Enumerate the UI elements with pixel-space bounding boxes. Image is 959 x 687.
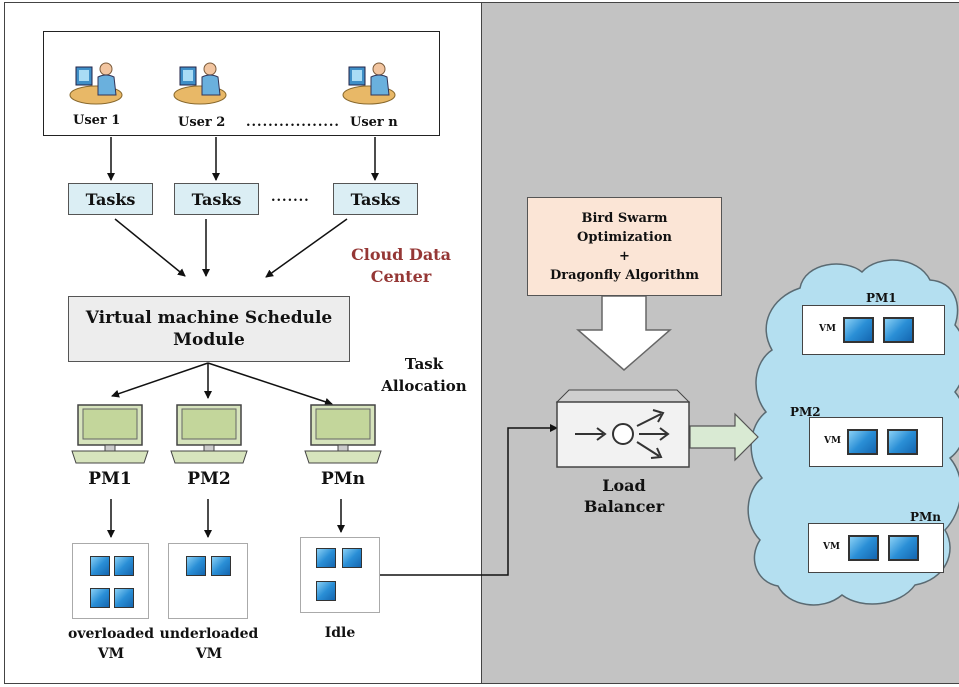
underloaded-vm-label: underloaded VM bbox=[159, 624, 259, 664]
vm-window-icon bbox=[316, 581, 336, 601]
load-balancer-label: Load Balancer bbox=[565, 475, 683, 517]
vm-window-icon bbox=[843, 317, 874, 343]
vm-window-icon bbox=[888, 535, 919, 561]
vm-window-icon bbox=[342, 548, 362, 568]
monitor-icon bbox=[71, 404, 149, 464]
algorithm-line3: + bbox=[619, 248, 630, 264]
vm-window-icon bbox=[883, 317, 914, 343]
cloud-pm-label-2: PM2 bbox=[790, 405, 821, 419]
cloud-vm-label-n: VM bbox=[823, 542, 840, 552]
underloaded-line1: underloaded bbox=[159, 626, 259, 642]
algorithm-box: Bird Swarm Optimization + Dragonfly Algo… bbox=[527, 197, 722, 296]
pm-label-n: PMn bbox=[321, 469, 365, 489]
arrow-module-pm1 bbox=[111, 362, 209, 398]
cloud-pm-label-n: PMn bbox=[910, 510, 942, 524]
cloud-data-center-line2: Center bbox=[370, 267, 432, 286]
arrow-idle-loadbalancer bbox=[380, 424, 558, 576]
monitor-icon bbox=[304, 404, 382, 464]
user-label-n: User n bbox=[350, 115, 398, 130]
tasks-box-3: Tasks bbox=[333, 183, 418, 215]
vm-schedule-module: Virtual machine Schedule Module bbox=[68, 296, 350, 362]
load-balancer-line1: Load bbox=[602, 476, 646, 495]
idle-vm-box bbox=[300, 537, 380, 613]
task-allocation-line1: Task bbox=[404, 355, 444, 373]
tasks-ellipsis: ....... bbox=[271, 190, 310, 205]
user-label-2: User 2 bbox=[178, 115, 226, 130]
task-allocation-line2: Allocation bbox=[381, 377, 467, 395]
cloud-vm-label-1: VM bbox=[819, 324, 836, 334]
algorithm-line2: Optimization bbox=[577, 229, 672, 245]
tasks-box-2: Tasks bbox=[174, 183, 259, 215]
user-label-1: User 1 bbox=[73, 113, 121, 128]
cloud-pm-box-1: VM bbox=[802, 305, 945, 355]
user-at-computer-icon bbox=[342, 62, 396, 105]
cloud-data-center-label: Cloud Data Center bbox=[346, 244, 456, 288]
users-ellipsis: ................. bbox=[246, 115, 340, 130]
cloud-pm-box-n: VM bbox=[808, 523, 944, 573]
vm-window-icon bbox=[90, 556, 110, 576]
pm-label-1: PM1 bbox=[88, 469, 132, 489]
arrow-tasks3-module bbox=[265, 218, 348, 278]
underloaded-line2: VM bbox=[195, 646, 223, 662]
vm-window-icon bbox=[847, 429, 878, 455]
vm-window-icon bbox=[887, 429, 918, 455]
monitor-icon bbox=[170, 404, 248, 464]
load-balancer-icon bbox=[555, 389, 691, 468]
task-allocation-label: Task Allocation bbox=[376, 353, 472, 397]
vm-window-icon bbox=[211, 556, 231, 576]
cloud-vm-label-2: VM bbox=[824, 436, 841, 446]
overloaded-line2: VM bbox=[97, 646, 125, 662]
vm-window-icon bbox=[186, 556, 206, 576]
overloaded-vm-label: overloaded VM bbox=[61, 624, 161, 664]
algorithm-line1: Bird Swarm bbox=[581, 210, 668, 226]
cloud-pm-label-1: PM1 bbox=[866, 291, 897, 305]
tasks-box-1: Tasks bbox=[68, 183, 153, 215]
vm-window-icon bbox=[90, 588, 110, 608]
vm-window-icon bbox=[848, 535, 879, 561]
arrow-loadbalancer-cloud bbox=[689, 412, 759, 462]
arrow-module-pmn bbox=[207, 362, 333, 406]
underloaded-vm-box bbox=[168, 543, 248, 619]
idle-label: Idle bbox=[324, 625, 356, 641]
algorithm-line4: Dragonfly Algorithm bbox=[549, 267, 700, 283]
overloaded-line1: overloaded bbox=[68, 626, 154, 642]
vm-window-icon bbox=[316, 548, 336, 568]
arrow-algorithm-loadbalancer bbox=[575, 295, 673, 371]
arrow-tasks1-module bbox=[114, 218, 186, 277]
user-at-computer-icon bbox=[69, 62, 123, 105]
vm-window-icon bbox=[114, 556, 134, 576]
load-balancer-line2: Balancer bbox=[583, 497, 665, 516]
pm-label-2: PM2 bbox=[187, 469, 231, 489]
cloud-data-center-line1: Cloud Data bbox=[351, 245, 451, 264]
user-at-computer-icon bbox=[173, 62, 227, 105]
overloaded-vm-box bbox=[72, 543, 149, 619]
cloud-pm-box-2: VM bbox=[809, 417, 943, 467]
vm-window-icon bbox=[114, 588, 134, 608]
